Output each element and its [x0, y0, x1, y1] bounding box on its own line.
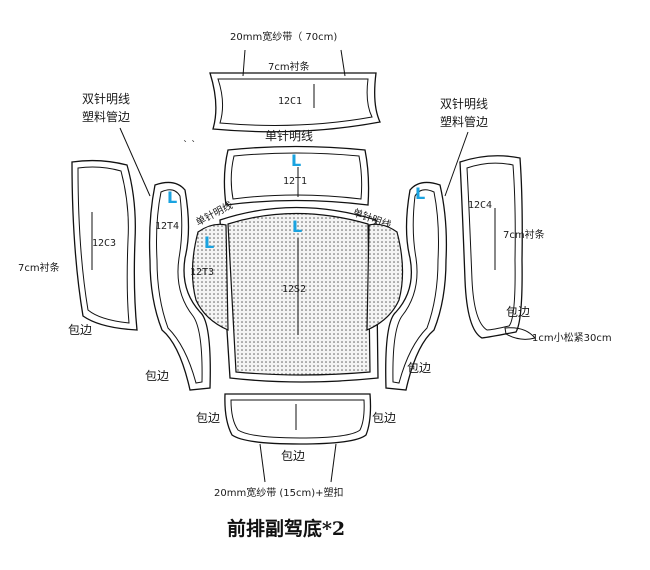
piece-12t4-right: L — [385, 181, 448, 391]
label-single-needle: 单针明线 — [265, 128, 313, 143]
mark-l2: L — [292, 217, 302, 236]
piece-12t1: L 12T1 — [223, 145, 370, 206]
label-bind-c4: 包边 — [506, 305, 530, 319]
piece-12t4: L 12T4 — [148, 181, 211, 391]
label-double-left-2: 塑料管边 — [82, 109, 130, 124]
mark-l1: L — [291, 151, 301, 170]
label-double-right-2: 塑料管边 — [440, 114, 488, 129]
tape-line-right — [340, 49, 346, 77]
label-bind-bottom-left: 包边 — [196, 411, 220, 425]
stray-mark: ` ˋ — [183, 139, 196, 151]
label-bind-bottom-right: 包边 — [372, 411, 396, 425]
bottom-tape-left — [259, 443, 266, 483]
label-bind-t4-left: 包边 — [145, 369, 169, 383]
label-double-left-1: 双针明线 — [82, 91, 130, 106]
piece-12c4: 12C4 — [459, 155, 536, 340]
piece-code-s2: 12S2 — [282, 284, 306, 295]
piece-code-t3: 12T3 — [190, 267, 214, 278]
label-bind-t4-right: 包边 — [407, 361, 431, 375]
mark-l5: L — [415, 184, 425, 203]
piece-12s2: L 12S2 — [219, 206, 379, 383]
elastic-tab — [504, 327, 536, 340]
page-title: 前排副驾底*2 — [227, 517, 345, 540]
piece-code-t4: 12T4 — [155, 221, 179, 232]
label-top-strip: 7cm衬条 — [268, 60, 310, 73]
piece-bottom — [224, 393, 372, 483]
piece-code-c3: 12C3 — [92, 238, 116, 249]
piece-code-c1: 12C1 — [278, 96, 302, 107]
label-double-right-1: 双针明线 — [440, 96, 488, 111]
mark-l3: L — [167, 188, 177, 207]
label-top-tape: 20mm宽纱带（ 70cm) — [230, 30, 337, 43]
leader-right — [444, 131, 469, 197]
label-left-strip: 7cm衬条 — [18, 261, 60, 274]
mark-l4: L — [204, 233, 214, 252]
label-right-strip: 7cm衬条 — [503, 228, 545, 241]
piece-code-t1: 12T1 — [283, 176, 307, 187]
leader-left — [119, 127, 151, 197]
label-elastic: 1cm小松紧30cm — [532, 331, 612, 344]
bottom-tape-right — [330, 443, 337, 483]
piece-12t3-right — [366, 223, 404, 331]
label-bottom-tape: 20mm宽纱带 (15cm)+塑扣 — [214, 486, 344, 499]
tape-line-left — [242, 49, 246, 77]
label-bind-c3: 包边 — [68, 323, 92, 337]
piece-code-c4: 12C4 — [468, 200, 492, 211]
piece-12c3: 12C3 — [71, 159, 138, 331]
piece-12c1: 12C1 — [209, 49, 381, 133]
label-bind-bottom: 包边 — [281, 449, 305, 463]
piece-12t3: L 12T3 — [190, 223, 229, 331]
